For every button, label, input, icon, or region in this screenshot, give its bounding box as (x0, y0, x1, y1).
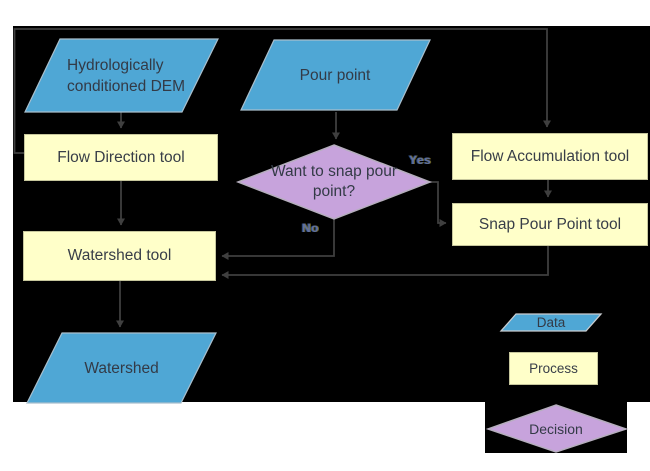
pour-point-parallelogram-shape (240, 39, 431, 111)
legend-process-label: Process (529, 361, 578, 376)
flow-direction-tool-label: Flow Direction tool (57, 148, 185, 166)
legend-data-parallelogram-shape (499, 313, 603, 332)
edge-flow-direction-to-flow-accumulation (13, 28, 551, 154)
watershed-parallelogram-shape (26, 332, 217, 404)
legend-decision-diamond-shape (485, 404, 629, 453)
yes-branch-label: Yes (409, 153, 432, 167)
edge-decision-yes-to-snap-pour-point (430, 181, 447, 227)
dem-parallelogram-shape (24, 38, 219, 113)
flow-direction-tool-node: Flow Direction tool (24, 134, 218, 181)
legend-process-node: Process (509, 352, 598, 385)
flow-accumulation-tool-node: Flow Accumulation tool (452, 133, 648, 180)
edge-decision-no-to-watershed-tool (221, 219, 335, 260)
snap-pour-point-tool-node: Snap Pour Point tool (452, 203, 648, 246)
watershed-tool-node: Watershed tool (23, 231, 216, 281)
decision-diamond-shape (235, 144, 433, 220)
no-branch-label: No (302, 221, 319, 235)
flow-accumulation-tool-label: Flow Accumulation tool (470, 147, 630, 165)
watershed-tool-label: Watershed tool (67, 247, 172, 264)
edge-snap-pour-point-to-watershed-tool (221, 246, 549, 279)
snap-pour-point-tool-label: Snap Pour Point tool (478, 215, 622, 233)
